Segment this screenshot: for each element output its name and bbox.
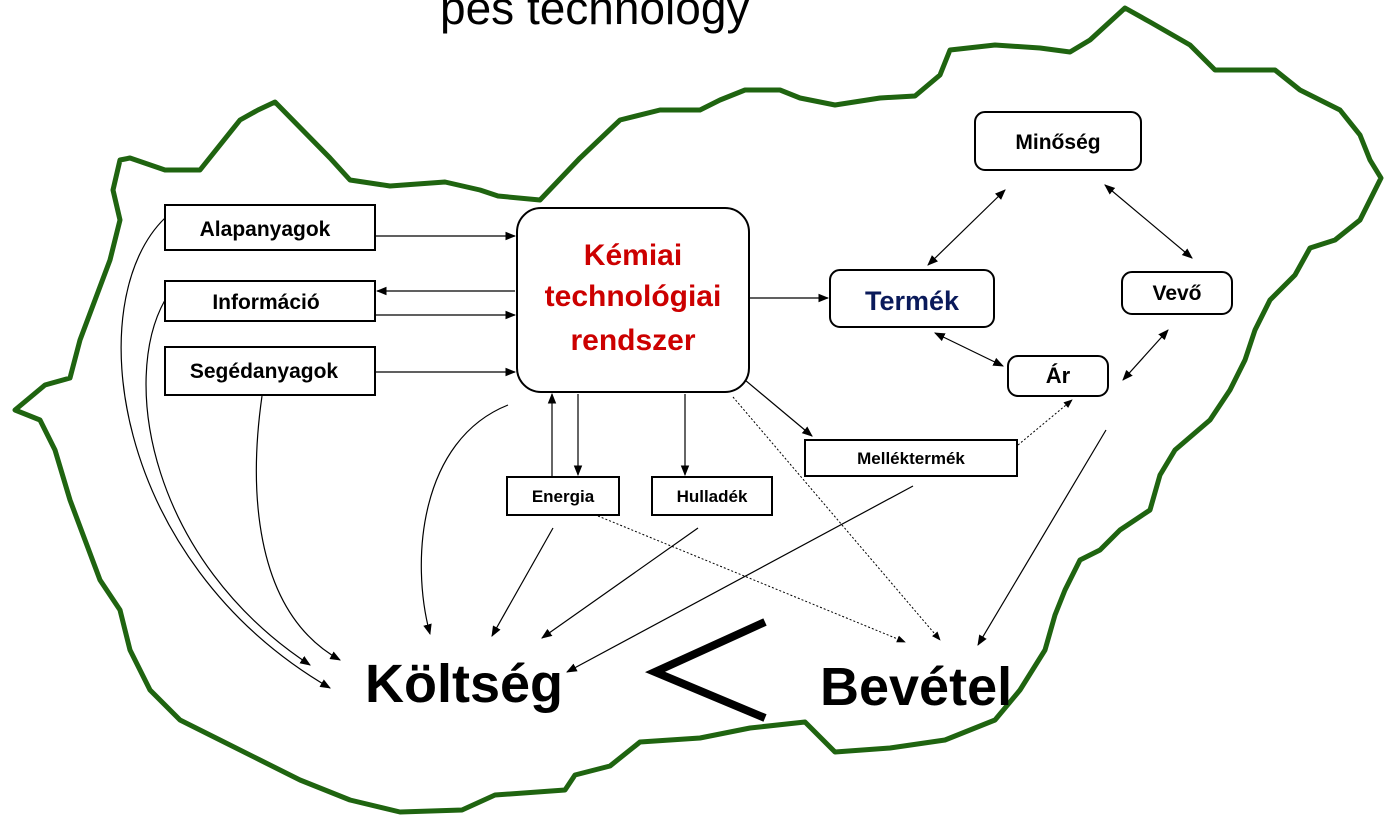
- informacio-label: Információ: [212, 291, 319, 314]
- header-title-partial: pes technology: [440, 0, 749, 34]
- dotted-core-bevetel: [732, 396, 941, 641]
- arrow-energia-koltseg: [491, 527, 554, 637]
- arrow-ar-vevo: [1122, 329, 1169, 381]
- less-than-sign: [644, 618, 767, 722]
- hulladek-box: [651, 476, 773, 516]
- vevo-box: [1121, 271, 1233, 315]
- segedanyagok-box: [164, 346, 376, 396]
- arrow-segedanyagok-koltseg: [255, 395, 341, 661]
- mellektermek-label: Melléktermék: [857, 449, 965, 468]
- dotted-mellektermek-ar: [1017, 399, 1073, 446]
- dotted-energia-bevetel: [597, 515, 906, 643]
- core-line-1: Kémiai: [584, 239, 682, 272]
- arrow-termek-minoseg: [927, 189, 1006, 266]
- arrow-informacio-koltseg: [145, 299, 311, 666]
- alapanyagok-box: [164, 204, 376, 251]
- core-line-3: rendszer: [570, 324, 695, 357]
- arrow-hulladek-koltseg: [541, 527, 699, 639]
- arrow-core-mellektermek: [744, 379, 813, 437]
- termek-box: [829, 269, 995, 328]
- arrow-mellektermek-koltseg: [566, 485, 914, 673]
- termek-label: Termék: [865, 286, 960, 316]
- koltseg-label: Költség: [365, 654, 563, 714]
- arrow-core-koltseg: [420, 404, 509, 636]
- arrow-minoseg-vevo: [1104, 184, 1193, 259]
- core-system-box: [516, 207, 750, 393]
- arrow-termek-ar: [934, 332, 1004, 367]
- core-line-2: technológiai: [545, 280, 722, 313]
- arrow-ar-bevetel: [977, 429, 1107, 646]
- energia-box: [506, 476, 620, 516]
- segedanyagok-label: Segédanyagok: [190, 360, 339, 383]
- minoseg-label: Minőség: [1015, 131, 1100, 154]
- hulladek-label: Hulladék: [677, 487, 748, 506]
- bevetel-label: Bevétel: [820, 657, 1012, 717]
- mellektermek-box: [804, 439, 1018, 477]
- arrow-alapanyagok-koltseg: [120, 217, 331, 689]
- energia-label: Energia: [532, 487, 595, 506]
- minoseg-box: [974, 111, 1142, 171]
- country-outline: [12, 5, 1384, 815]
- ar-box: [1007, 355, 1109, 397]
- ar-label: Ár: [1046, 363, 1071, 388]
- alapanyagok-label: Alapanyagok: [200, 218, 331, 241]
- vevo-label: Vevő: [1152, 282, 1201, 305]
